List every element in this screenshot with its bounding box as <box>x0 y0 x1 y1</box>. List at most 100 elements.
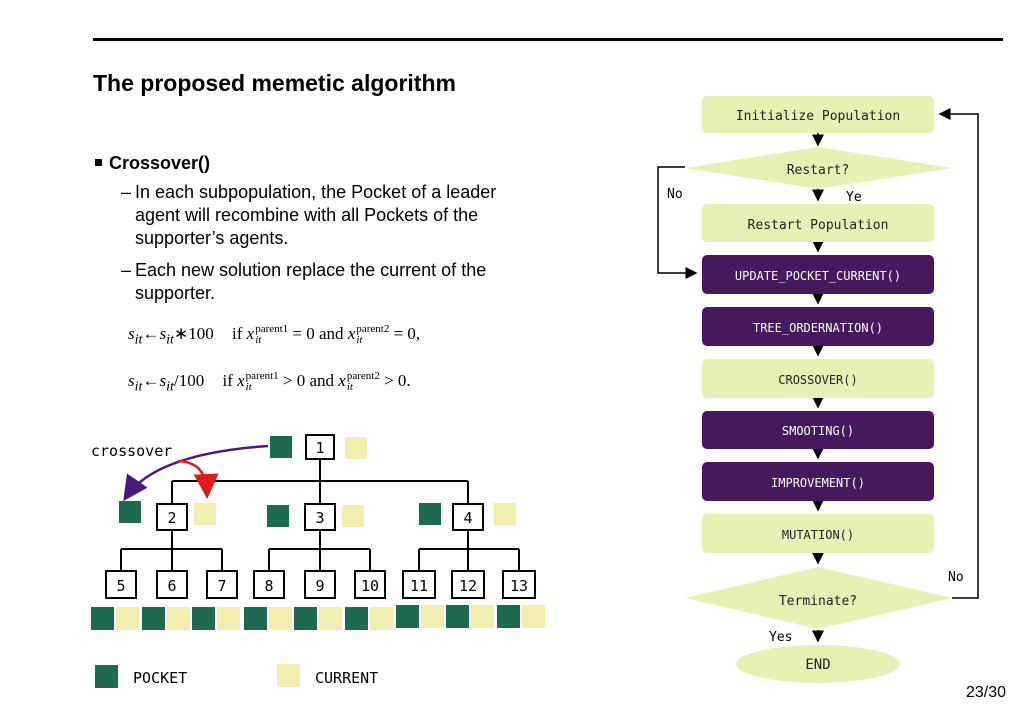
subbullet-1: – In each subpopulation, the Pocket of a… <box>121 181 521 250</box>
pocket-square <box>270 436 292 458</box>
formula-var: s <box>159 324 167 343</box>
subbullet-text: In each subpopulation, the Pocket of a l… <box>135 182 497 248</box>
step-label: END <box>805 657 830 673</box>
formula-sub: it <box>245 381 252 394</box>
bullet-crossover: Crossover() <box>95 153 210 174</box>
formula-sub: it <box>134 331 143 348</box>
crossover-label: crossover <box>91 442 172 460</box>
current-square <box>194 503 216 525</box>
formula-if: if <box>222 371 233 390</box>
decision-label: Restart? <box>787 163 850 178</box>
node-label: 5 <box>116 577 125 595</box>
formula-sup: parent1 <box>255 323 289 336</box>
leaf-solution-strip <box>91 605 545 630</box>
tree-node <box>304 570 336 599</box>
tree-node <box>156 570 188 599</box>
tree-node <box>502 570 536 599</box>
page-number: 23/30 <box>966 684 1007 701</box>
tree-node <box>156 503 188 531</box>
step-end <box>736 645 900 683</box>
tree-node <box>304 503 336 531</box>
tree-connectors <box>120 459 520 570</box>
legend-current-label: CURRENT <box>315 669 378 687</box>
legend-pocket-label: POCKET <box>133 669 187 687</box>
formula-and: and <box>319 324 344 343</box>
bullet-square-icon <box>95 158 102 166</box>
tree-node <box>253 570 285 599</box>
formula-op: ∗100 <box>174 324 214 343</box>
decision-label: Terminate? <box>779 594 857 609</box>
formula-sup: parent2 <box>346 370 380 383</box>
step-tree-ordernation <box>702 307 934 346</box>
tree-node <box>354 570 386 599</box>
formula-sub: it <box>346 381 353 394</box>
node-label: 2 <box>167 509 176 527</box>
node-label: 6 <box>167 577 176 595</box>
formula-sup: parent2 <box>356 323 390 336</box>
node-label: 9 <box>315 577 324 595</box>
formula-if: if <box>232 324 243 343</box>
formula-rel: = 0 <box>292 324 315 343</box>
formula-arrow: ← <box>142 324 160 343</box>
tree-node <box>105 570 137 599</box>
legend-pocket-swatch <box>95 665 118 688</box>
tree-node <box>206 570 238 599</box>
formula-end: = 0, <box>393 324 421 343</box>
pocket-square <box>419 503 441 525</box>
leaf-nodes: 5 6 7 8 9 10 11 12 13 <box>105 570 536 599</box>
current-square <box>345 437 367 459</box>
decision-terminate <box>685 567 952 629</box>
formula-sub: it <box>356 334 363 347</box>
node-label: 4 <box>463 509 472 527</box>
branch-yes-label: Yes <box>769 630 792 645</box>
branch-no-label: No <box>948 570 964 585</box>
step-label: CROSSOVER() <box>778 373 857 387</box>
formula-x: x <box>338 371 346 390</box>
step-update-pocket-current <box>702 255 934 294</box>
tree-node-root <box>305 434 335 460</box>
formula-sub: it <box>166 378 174 395</box>
step-label: IMPROVEMENT() <box>771 476 865 490</box>
step-label: Initialize Population <box>736 109 900 124</box>
bullet-label: Crossover() <box>109 153 211 173</box>
legend-current-swatch <box>277 664 300 687</box>
node-label: 8 <box>264 577 273 595</box>
step-label: TREE_ORDERNATION() <box>753 321 883 335</box>
node-label: 1 <box>315 439 324 457</box>
node-label: 12 <box>459 577 477 595</box>
formula-sub: it <box>134 378 143 395</box>
tree-node <box>452 503 484 531</box>
tree-node <box>451 570 485 599</box>
step-smooting <box>702 411 934 449</box>
step-improvement <box>702 462 934 501</box>
step-label: MUTATION() <box>782 528 854 542</box>
node-label: 10 <box>361 577 379 595</box>
formula-and: and <box>309 371 335 390</box>
formula-rel: > 0 <box>282 371 306 390</box>
node-label: 7 <box>217 577 226 595</box>
branch-no-label: No <box>667 187 683 202</box>
crossover-arrow-red <box>177 459 219 499</box>
subbullet-text: Each new solution replace the current of… <box>135 260 487 303</box>
current-square <box>494 503 516 525</box>
formula-var: s <box>128 324 135 343</box>
flow-connectors <box>657 108 979 643</box>
formula-x: x <box>347 324 356 343</box>
step-restart-population <box>702 204 934 242</box>
node-label: 11 <box>410 577 428 595</box>
crossover-arrow-purple <box>123 444 269 502</box>
step-label: SMOOTING() <box>782 424 854 438</box>
dash-marker: – <box>121 260 132 280</box>
pocket-square <box>119 501 141 523</box>
formula-sub: it <box>255 334 262 347</box>
subbullet-2: – Each new solution replace the current … <box>121 259 521 305</box>
branch-yes-label: Ye <box>846 190 862 205</box>
dash-marker: – <box>121 182 132 202</box>
formula-var: s <box>159 371 167 390</box>
current-square <box>342 505 364 527</box>
step-label: Restart Population <box>748 218 889 233</box>
slide-title: The proposed memetic algorithm <box>93 70 456 96</box>
